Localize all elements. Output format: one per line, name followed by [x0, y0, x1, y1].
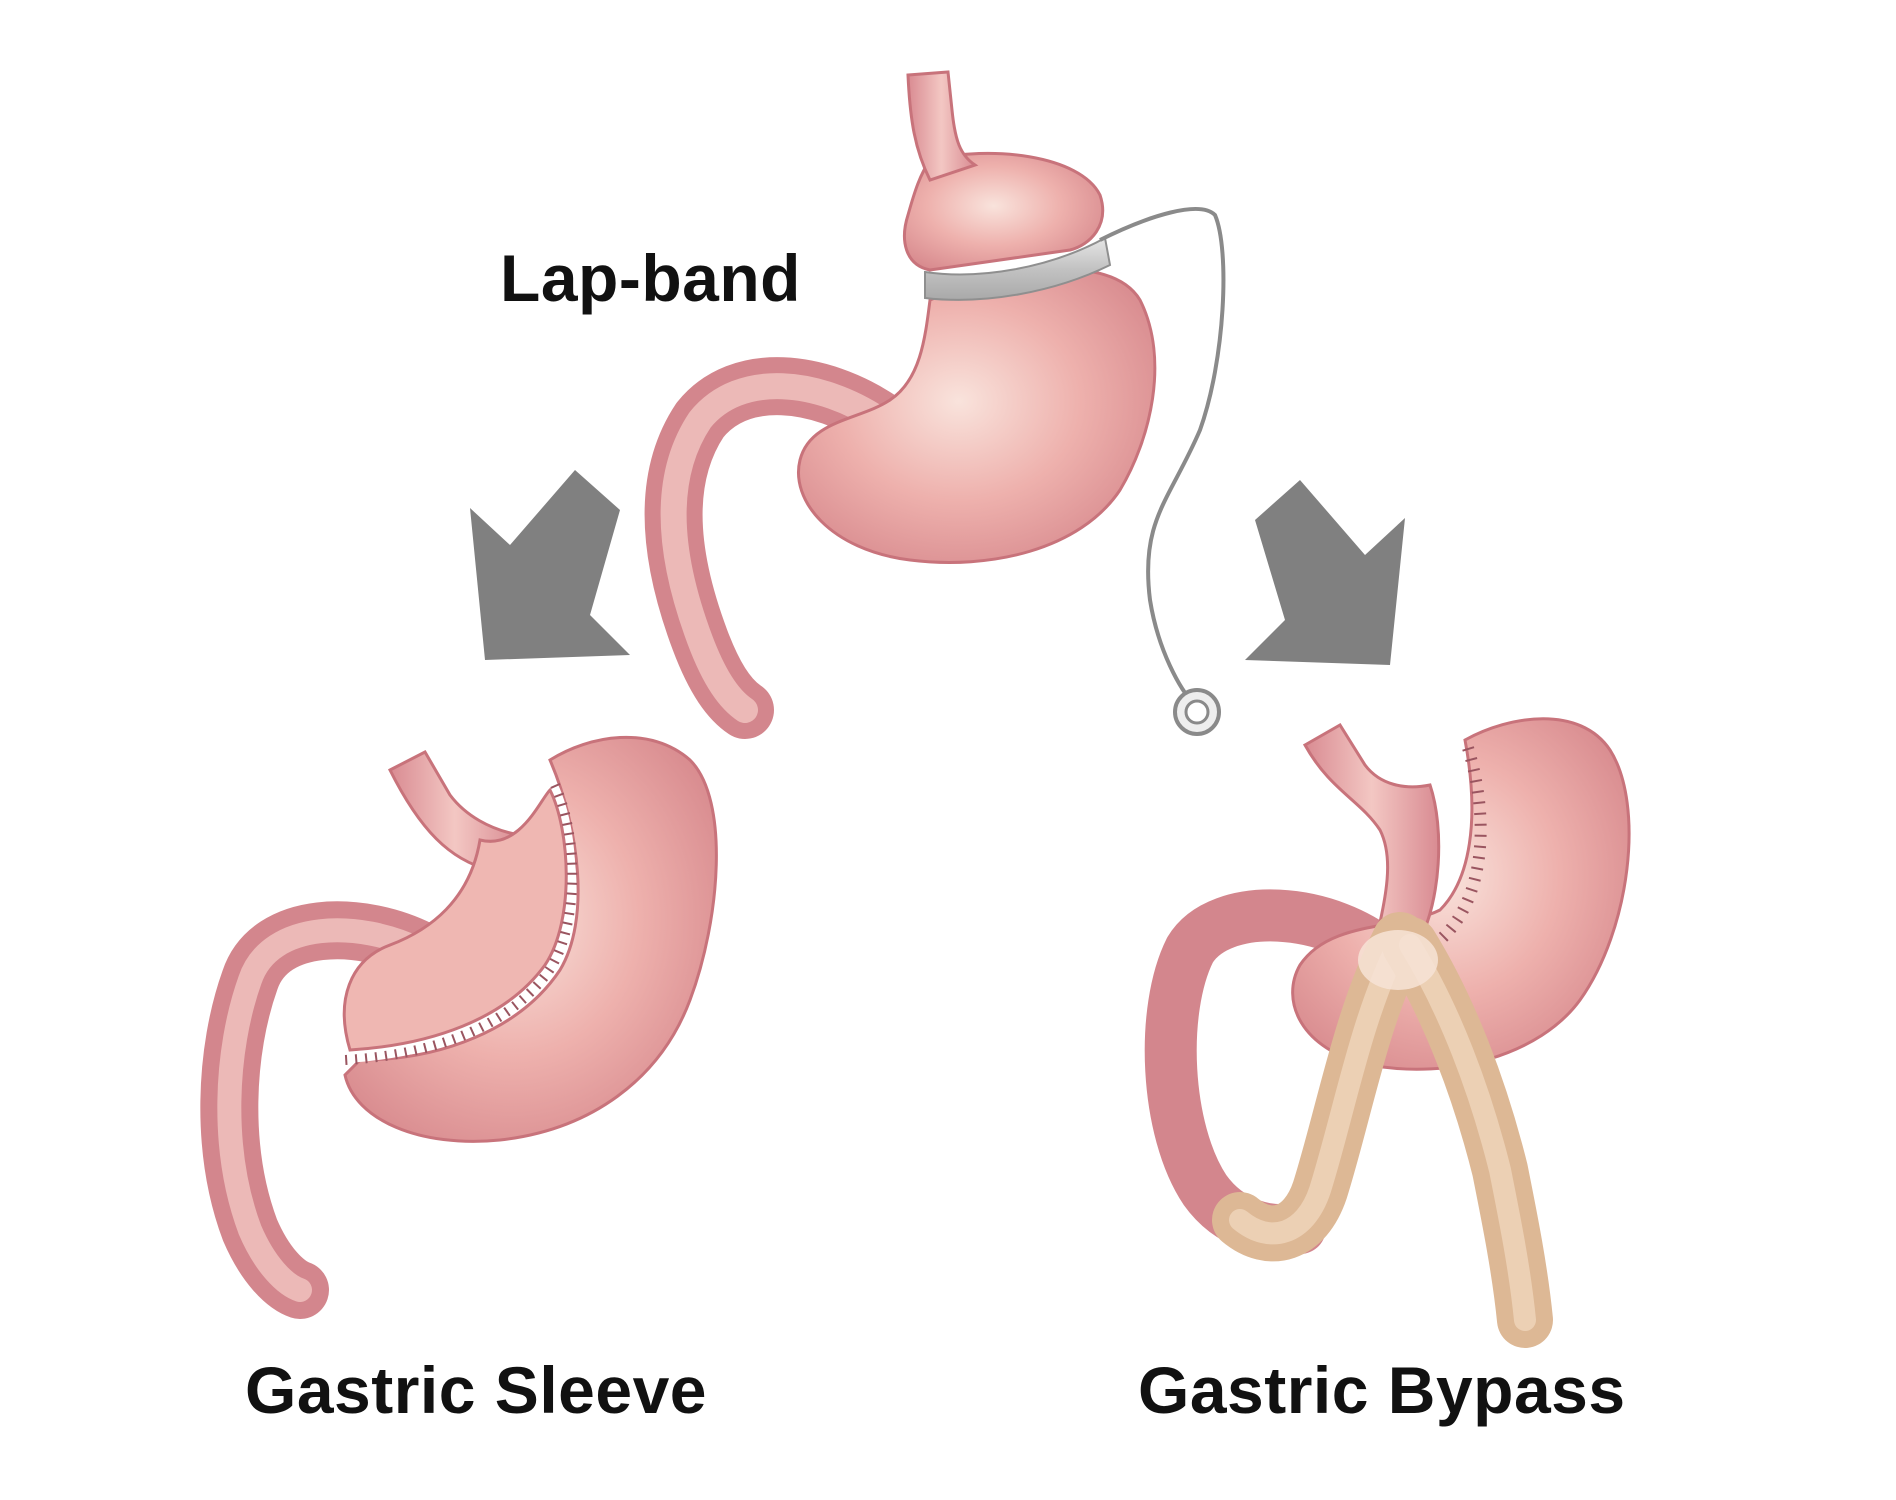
- lapband-label: Lap-band: [500, 241, 801, 315]
- lapband-esophagus: [906, 70, 979, 182]
- left-down-arrow-icon: [470, 470, 630, 660]
- lapband-band: [924, 236, 1112, 301]
- right-down-arrow-icon: [1245, 480, 1405, 665]
- lapband-upper-pouch: [903, 151, 1105, 272]
- bypass-stomach: [1144, 717, 1631, 1348]
- sleeve-stomach: [200, 735, 718, 1319]
- sleeve-tube: [342, 787, 568, 1052]
- sleeve-staple-line: [344, 783, 576, 1063]
- sleeve-removed-portion: [343, 735, 718, 1143]
- port-icon: [1173, 688, 1221, 736]
- lapband-tubing: [1099, 207, 1226, 707]
- lapband-stomach: [644, 70, 1226, 739]
- lapband-stomach-body: [797, 268, 1157, 564]
- bypass-anastomosis: [1358, 930, 1438, 990]
- gastric-bypass-label: Gastric Bypass: [1138, 1353, 1626, 1427]
- gastric-sleeve-label: Gastric Sleeve: [245, 1353, 707, 1427]
